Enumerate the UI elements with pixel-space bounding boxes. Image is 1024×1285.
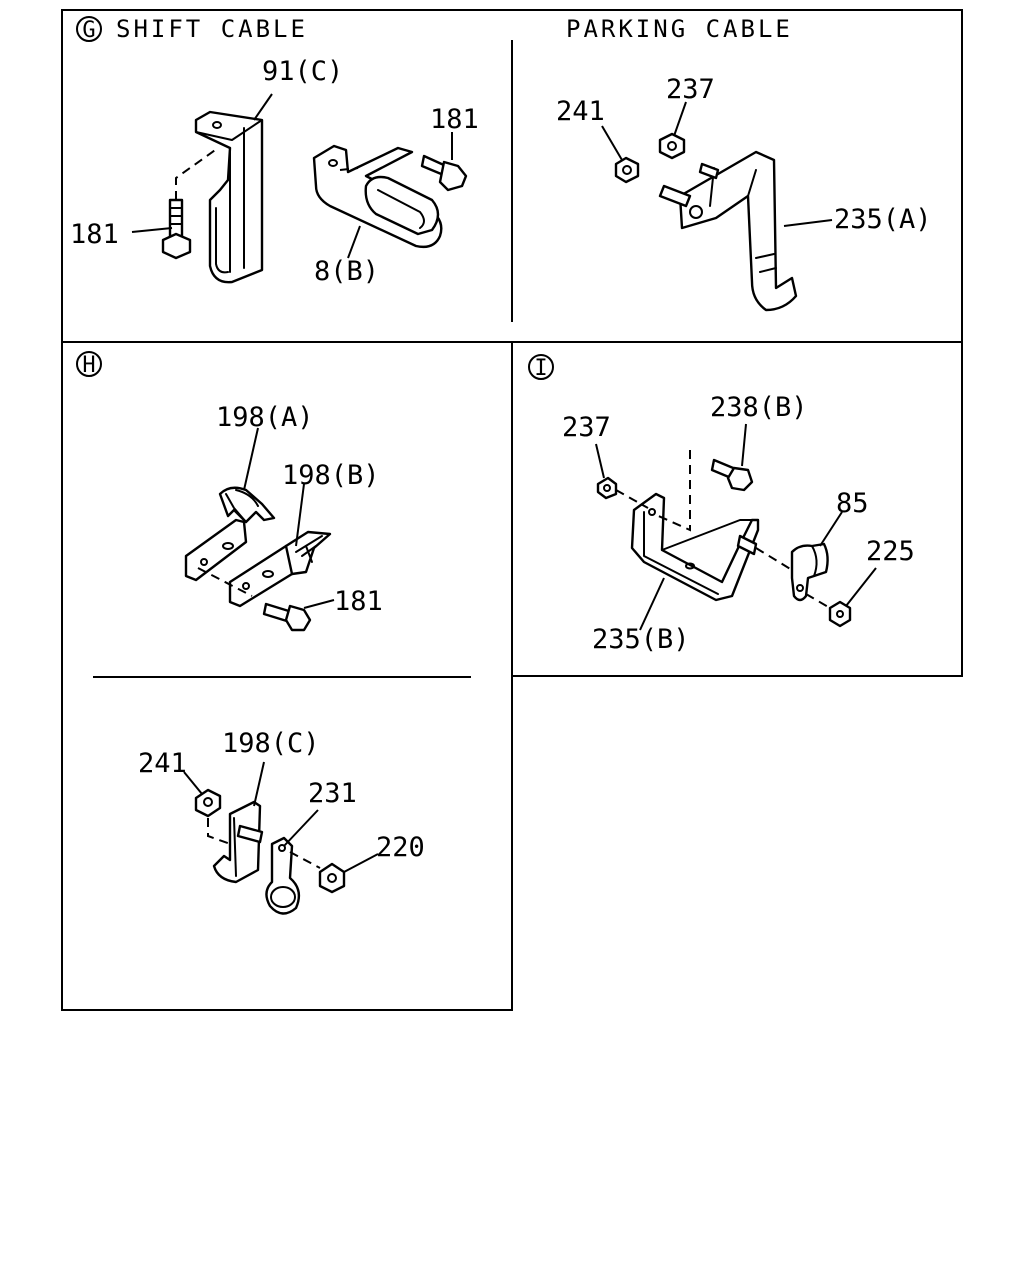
nut-237-parking <box>658 132 720 180</box>
section-h-marker-circle <box>76 351 102 377</box>
clip-85 <box>755 542 829 602</box>
leader-238b <box>741 423 747 467</box>
panel-g-shift-cable: G SHIFT CABLE 91(C) 181 <box>70 15 479 287</box>
label-241-parking: 241 <box>556 96 605 127</box>
bolt-181-horizontal <box>339 154 468 192</box>
label-85: 85 <box>836 488 869 519</box>
nut-225 <box>805 593 852 628</box>
shift-cable-title: SHIFT CABLE <box>116 15 308 43</box>
bolt-238b <box>653 450 754 532</box>
leader-91c <box>253 93 273 121</box>
section-g-marker: G <box>82 18 95 43</box>
label-235a: 235(A) <box>834 204 932 235</box>
bracket-8b <box>312 144 443 249</box>
bracket-91c <box>194 110 264 284</box>
section-i-marker: I <box>534 356 547 381</box>
leader-231 <box>283 809 319 847</box>
label-237-parking: 237 <box>666 74 715 105</box>
leader-241-parking <box>601 125 623 161</box>
bolt-181-vertical <box>161 147 219 260</box>
leader-198b <box>295 483 305 547</box>
leader-198c <box>253 761 265 807</box>
leader-235a <box>783 219 833 227</box>
label-220: 220 <box>376 832 425 863</box>
bracket-198c <box>212 800 264 884</box>
label-241-h: 241 <box>138 748 187 779</box>
label-198b: 198(B) <box>282 460 380 491</box>
label-181-right: 181 <box>430 104 479 135</box>
stud-235b <box>736 534 758 556</box>
leader-181-left <box>131 227 173 233</box>
bracket-235b <box>630 492 760 602</box>
label-231: 231 <box>308 778 357 809</box>
bracket-198a <box>184 486 276 582</box>
leader-198a <box>243 427 259 491</box>
nut-237-i <box>596 476 649 509</box>
label-225: 225 <box>866 536 915 567</box>
nut-220 <box>289 851 346 894</box>
section-h-marker: H <box>82 353 95 378</box>
label-238b: 238(B) <box>710 392 808 423</box>
bolt-181-h <box>197 567 312 632</box>
nut-241-h <box>194 788 237 847</box>
label-198c: 198(C) <box>222 728 320 759</box>
label-235b: 235(B) <box>592 624 690 655</box>
label-8b: 8(B) <box>314 256 379 287</box>
panel-h: H 198(A) 198(B) <box>76 351 425 915</box>
nut-241-parking <box>614 156 692 208</box>
leader-8b <box>347 225 361 259</box>
leader-237-i <box>595 443 605 479</box>
label-237-i: 237 <box>562 412 611 443</box>
label-91c: 91(C) <box>262 56 343 87</box>
leader-225 <box>845 567 877 607</box>
clip-231 <box>265 836 301 915</box>
panel-frames <box>61 9 963 1011</box>
panel-i: I 235(B) 237 238(B) <box>528 354 915 655</box>
label-198a: 198(A) <box>216 402 314 433</box>
leader-220 <box>343 853 379 873</box>
leader-85 <box>819 511 843 547</box>
leader-237-parking <box>673 101 687 137</box>
leader-235b <box>639 577 665 631</box>
section-i-marker-circle <box>528 354 554 380</box>
label-181-left: 181 <box>70 219 119 250</box>
leader-181-h <box>303 599 335 609</box>
section-g-marker-circle <box>76 16 102 42</box>
panel-i-frame <box>511 341 963 677</box>
parking-cable-title: PARKING CABLE <box>566 15 793 43</box>
bracket-235a <box>678 150 798 312</box>
panel-parking-cable: PARKING CABLE 235(A) 241 237 <box>556 15 932 312</box>
leader-241-h <box>183 771 203 795</box>
label-181-h: 181 <box>334 586 383 617</box>
